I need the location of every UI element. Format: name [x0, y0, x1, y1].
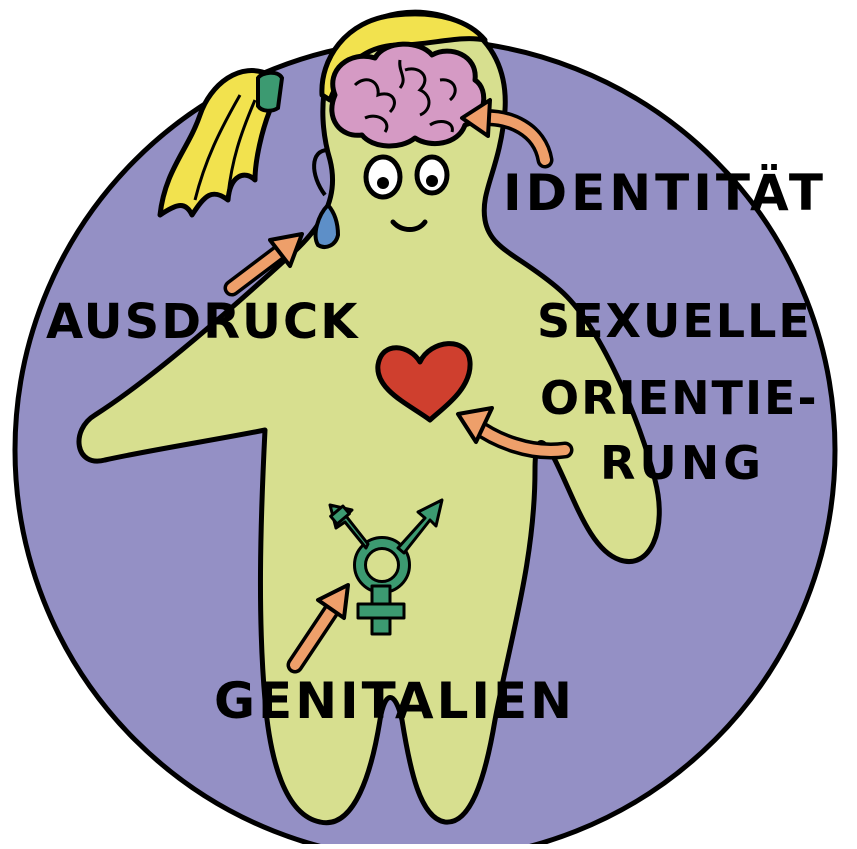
right-pupil	[426, 175, 438, 187]
hair-tie	[258, 73, 282, 111]
label-sexual-orientation-line2: ORIENTIE-	[540, 375, 819, 421]
label-sexual-orientation-line1: SEXUELLE	[537, 298, 812, 344]
label-expression: AUSDRUCK	[46, 298, 359, 346]
label-genitals: GENITALIEN	[214, 676, 575, 726]
brain-icon	[332, 44, 484, 146]
label-identity: IDENTITÄT	[503, 168, 827, 218]
left-pupil	[377, 177, 389, 189]
label-sexual-orientation-line3: RUNG	[600, 440, 765, 486]
